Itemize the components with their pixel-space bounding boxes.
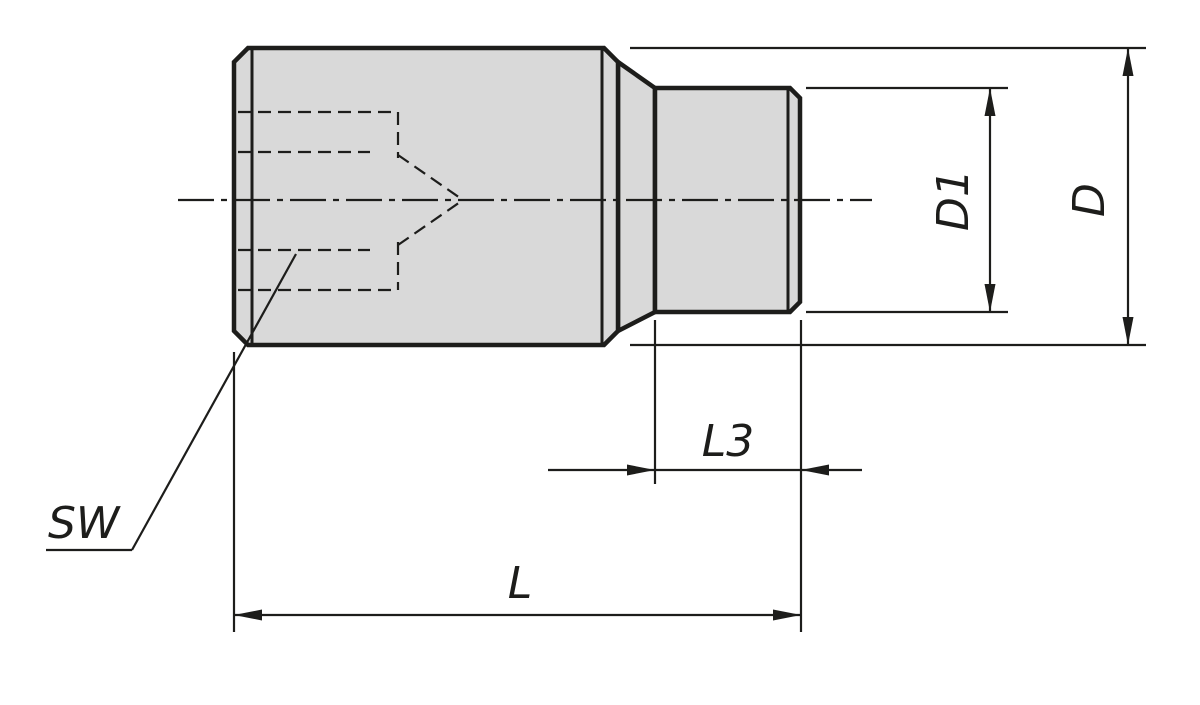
arrowhead-d1-bottom	[984, 284, 996, 312]
dimension-label-d: D	[1064, 183, 1115, 217]
dimension-label-d1: D1	[928, 169, 979, 231]
dimension-d1: D1	[806, 86, 1008, 314]
sw-leader-line	[131, 253, 297, 551]
arrowhead-d-bottom	[1122, 317, 1134, 345]
drill-cone-line-top	[397, 154, 464, 201]
callout-sw: SW	[46, 253, 297, 552]
arrowhead-l3-left	[627, 464, 655, 476]
part-view	[231, 45, 803, 348]
arrowhead-d1-top	[984, 88, 996, 116]
arrowhead-d-top	[1122, 48, 1134, 76]
dimension-d: D	[630, 46, 1146, 347]
arrowhead-l3-right	[801, 464, 829, 476]
dimension-label-l: L	[508, 558, 533, 609]
dimension-label-l3: L3	[702, 416, 755, 467]
hex-socket-hidden-lines	[238, 110, 464, 292]
dimension-label-sw: SW	[48, 498, 121, 549]
body-main	[231, 45, 621, 348]
dimension-l3: L3	[548, 320, 862, 632]
transition-cone	[615, 57, 658, 335]
drill-cone-line-bottom	[397, 199, 464, 246]
dimension-l: L	[232, 352, 801, 632]
arrowhead-l-left	[234, 609, 262, 621]
arrowhead-l-right	[773, 609, 801, 621]
